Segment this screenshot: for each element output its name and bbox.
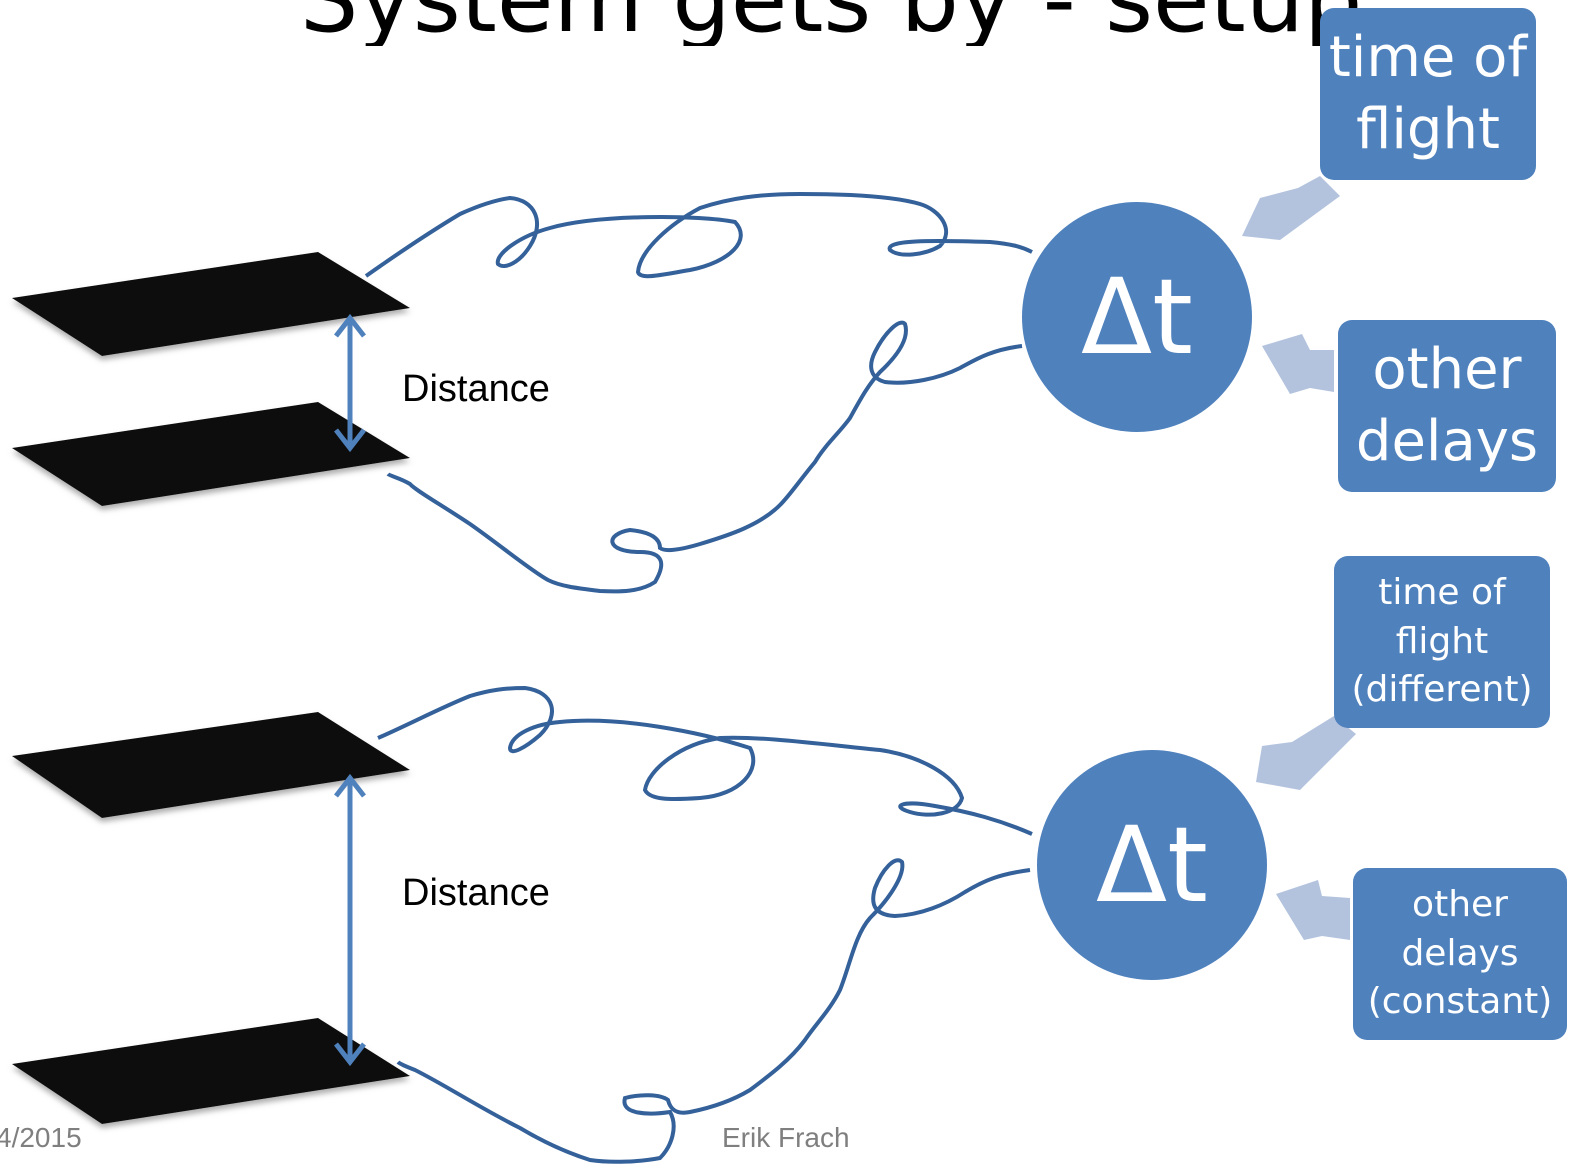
bottom-arrow-from-tof bbox=[1256, 716, 1356, 790]
bottom-other-delays-box: other delays (constant) bbox=[1353, 868, 1567, 1040]
bottom-delta-t-node: Δt bbox=[1037, 750, 1267, 980]
top-arrow-from-other bbox=[1262, 334, 1334, 394]
top-delta-t-node: Δt bbox=[1022, 202, 1252, 432]
top-wire-lower bbox=[386, 320, 1023, 594]
top-plate-lower bbox=[12, 402, 410, 506]
top-delta-t-text: Δt bbox=[1081, 256, 1193, 378]
bottom-plate-upper bbox=[12, 712, 410, 818]
bottom-wire-lower bbox=[396, 858, 1031, 1164]
top-wire-upper bbox=[364, 191, 1033, 279]
bottom-time-of-flight-box: time of flight (different) bbox=[1334, 556, 1550, 728]
bottom-arrow-from-other bbox=[1276, 880, 1350, 940]
bottom-delta-t-text: Δt bbox=[1096, 804, 1208, 926]
slide-title: System gets by - setup bbox=[300, 0, 1362, 46]
top-other-delays-box: other delays bbox=[1338, 320, 1556, 492]
bottom-distance-label: Distance bbox=[402, 872, 550, 914]
top-arrow-from-tof bbox=[1242, 176, 1340, 240]
top-plate-upper bbox=[12, 252, 410, 356]
bottom-plate-lower bbox=[12, 1018, 410, 1124]
footer-date: 4/2015 bbox=[0, 1122, 82, 1153]
top-distance-label: Distance bbox=[402, 368, 550, 410]
footer-author: Erik Frach bbox=[722, 1122, 850, 1153]
top-time-of-flight-box: time of flight bbox=[1320, 8, 1536, 180]
bottom-wire-upper bbox=[377, 685, 1033, 836]
